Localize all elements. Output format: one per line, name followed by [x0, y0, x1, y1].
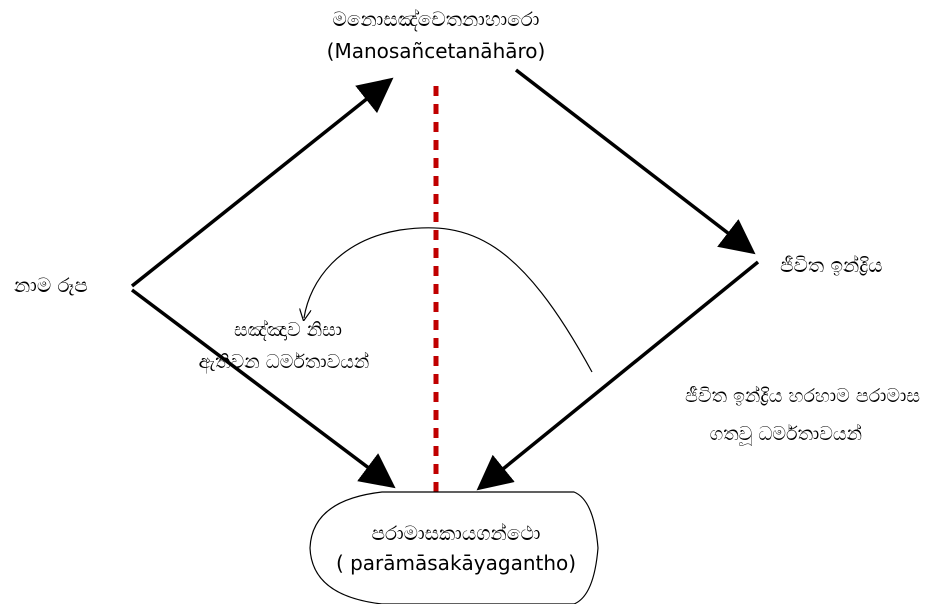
sanna-annotation-line2: ඇතිවන ධර්මතාවයන් [199, 351, 370, 374]
jivita-paramasa-annotation-line1: ජීවිත ඉන්ද්‍රිය හරහාම පරාමාස [685, 385, 920, 407]
arrow-jivita-to-paramasa [476, 260, 760, 491]
arrow-namarupa-to-paramasa [130, 288, 396, 489]
manosancetana-label-pali: (Manosañcetanāhāro) [327, 39, 546, 63]
curved-return-arrow [304, 227, 593, 373]
namarupa-label: නාම රූප [14, 273, 88, 297]
paramasa-kayagantha-label-pali: ( parāmāsakāyagantho) [336, 551, 576, 575]
arrow-namarupa-to-manosancetana [130, 77, 394, 288]
paramasa-node-shape [309, 491, 599, 604]
arrow-manosancetana-to-jivita [514, 68, 756, 255]
manosancetana-label-sinhala: මනොසඤ්චෙතනාහාරො [333, 7, 540, 31]
jivita-paramasa-annotation-line2: ගතවූ ධර්මතාවයන් [710, 423, 862, 447]
jivita-indriya-label: ජීවිත ඉන්ද්‍රිය [780, 253, 883, 277]
sanna-annotation-line1: සඤ්ඤාව නිසා [234, 319, 342, 341]
paramasa-kayagantha-label-sinhala: පරාමාසකායගන්ථො [371, 521, 540, 545]
